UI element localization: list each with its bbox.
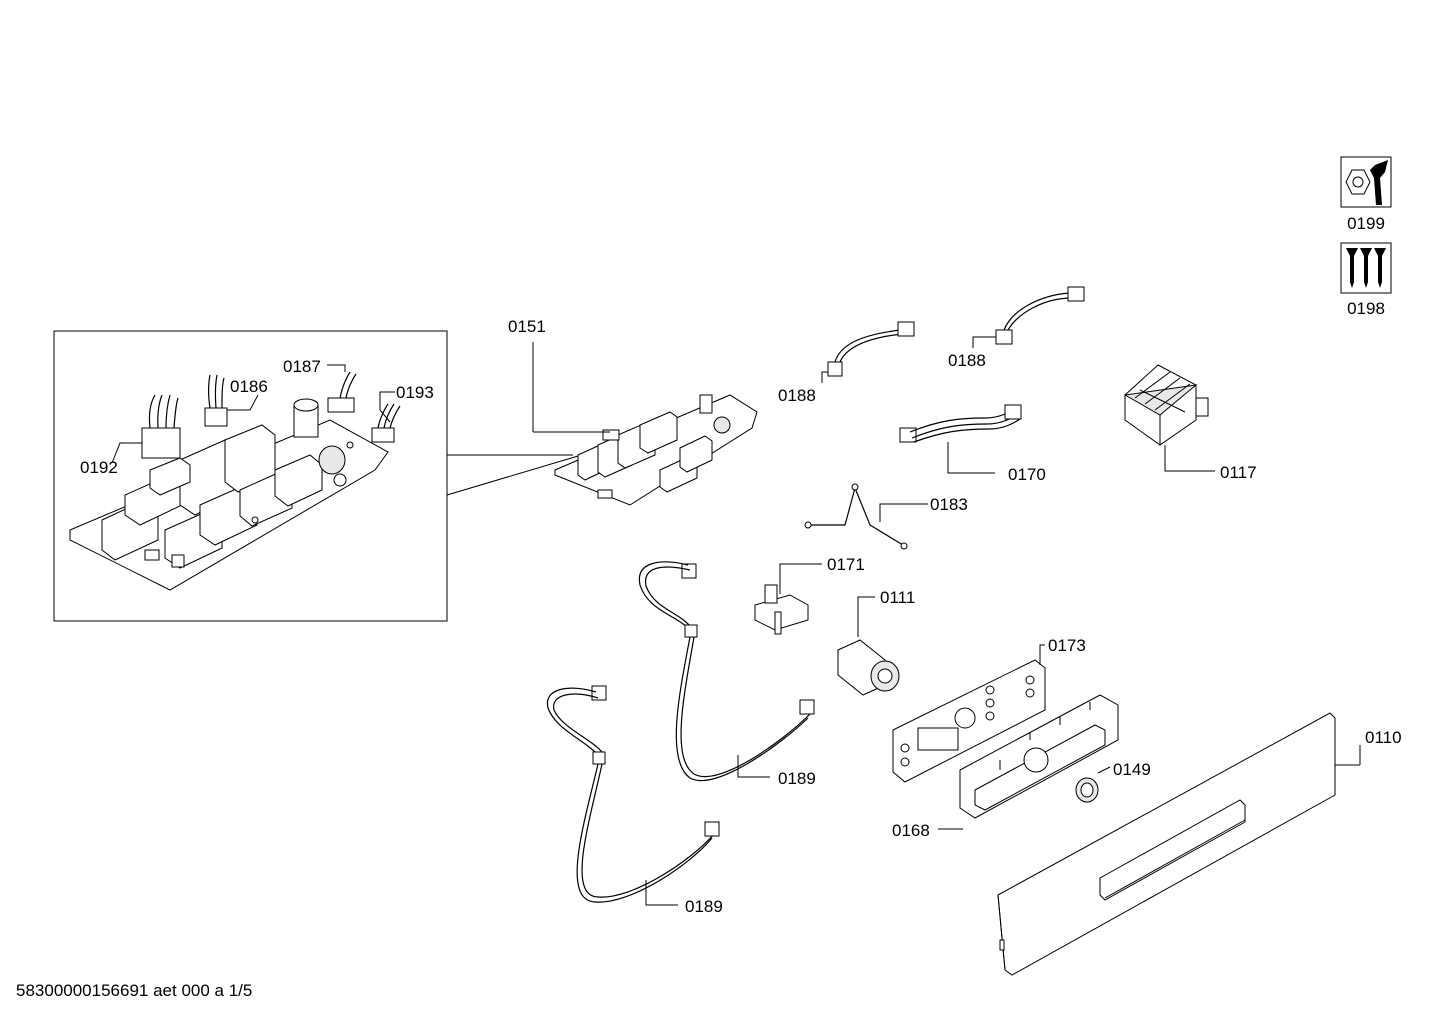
switch-0171 bbox=[754, 563, 822, 635]
label-0111: 0111 bbox=[880, 588, 915, 607]
pcb-0151 bbox=[532, 342, 758, 506]
harness-0189-lower bbox=[546, 685, 720, 906]
label-0170: 0170 bbox=[1008, 465, 1046, 484]
wrench-nut-icon bbox=[1340, 156, 1392, 208]
label-0187: 0187 bbox=[283, 357, 321, 376]
label-0189-lower: 0189 bbox=[685, 897, 723, 916]
label-0173: 0173 bbox=[1048, 636, 1086, 655]
fascia-panel-0110 bbox=[997, 712, 1361, 976]
connector-0186 bbox=[204, 374, 228, 427]
label-0193: 0193 bbox=[396, 383, 434, 402]
connector-0187 bbox=[327, 371, 357, 413]
motor-0111 bbox=[837, 596, 900, 696]
label-0171: 0171 bbox=[827, 555, 865, 574]
icon-label-0199: 0199 bbox=[1347, 214, 1385, 233]
harness-0189-upper bbox=[638, 561, 815, 782]
label-0168: 0168 bbox=[892, 821, 930, 840]
label-0151: 0151 bbox=[508, 317, 546, 336]
harness-0188-left bbox=[821, 321, 915, 383]
harness-0188-right bbox=[972, 286, 1085, 348]
ribbon-cable-0170 bbox=[899, 404, 1022, 474]
label-0188-left: 0188 bbox=[778, 386, 816, 405]
control-pcb-0173 bbox=[892, 644, 1046, 783]
detail-inset bbox=[53, 330, 579, 622]
screws-icon bbox=[1340, 242, 1392, 294]
label-0117: 0117 bbox=[1220, 463, 1257, 482]
label-0149: 0149 bbox=[1113, 760, 1151, 779]
label-0186: 0186 bbox=[230, 377, 268, 396]
icon-label-0198: 0198 bbox=[1347, 299, 1385, 318]
label-0110: 0110 bbox=[1365, 728, 1402, 747]
heatsink-0117 bbox=[1123, 364, 1215, 472]
label-0189-upper: 0189 bbox=[778, 769, 816, 788]
document-footer-id: 58300000156691 aet 000 a 1/5 bbox=[16, 981, 253, 1000]
sensor-0183 bbox=[804, 483, 928, 550]
label-0192: 0192 bbox=[80, 458, 118, 477]
connector-0193 bbox=[371, 403, 401, 443]
ring-0149 bbox=[1075, 766, 1111, 803]
label-0188-right: 0188 bbox=[948, 351, 986, 370]
label-0183: 0183 bbox=[930, 495, 968, 514]
connector-0192 bbox=[141, 394, 181, 459]
frame-0168 bbox=[938, 694, 1119, 830]
relay-blocks bbox=[101, 424, 323, 569]
